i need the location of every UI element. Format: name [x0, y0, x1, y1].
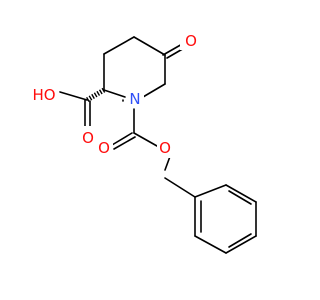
atom-labels: O HO O N O O [30, 32, 198, 158]
ester-oxygen-label: O [159, 139, 171, 157]
bond-ph-inner-1 [228, 190, 252, 205]
bond-ch2-phenyl [164, 177, 196, 198]
benzene-ring [194, 184, 257, 254]
bond-ph-5-6 [194, 235, 227, 254]
bond-ph-1-2 [194, 184, 227, 198]
bond-ring-n-c2b [103, 89, 126, 98]
bond-ring-c6-n [142, 83, 166, 98]
ketone-oxygen-label: O [185, 32, 197, 50]
carboxyl-oxygen-label: O [82, 129, 94, 147]
bond-ph-4-5 [225, 235, 257, 254]
carbamate-oxygen-label: O [98, 139, 110, 157]
piperidine-ring [103, 36, 166, 102]
hydroxyl-label: HO [32, 86, 55, 104]
bond-ring-c4-c5 [133, 36, 166, 56]
carbamate-group [111, 108, 196, 198]
bond-carbonyl-o-double-a [111, 132, 133, 146]
molecule-structure: O HO O N O O [30, 32, 257, 254]
bond-ph-inner-2 [228, 233, 252, 248]
ring-nitrogen-label: N [129, 90, 140, 108]
bond-acid-c-oh [59, 91, 88, 101]
stereo-hash-bond [85, 87, 106, 103]
bond-ring-c3-c4 [103, 36, 135, 55]
bond-ph-2-3 [225, 184, 257, 203]
bond-carbonyl-ester-o [133, 132, 158, 147]
bond-carbonyl-o-double-b [113, 136, 136, 150]
carboxylic-acid-group [59, 87, 106, 127]
